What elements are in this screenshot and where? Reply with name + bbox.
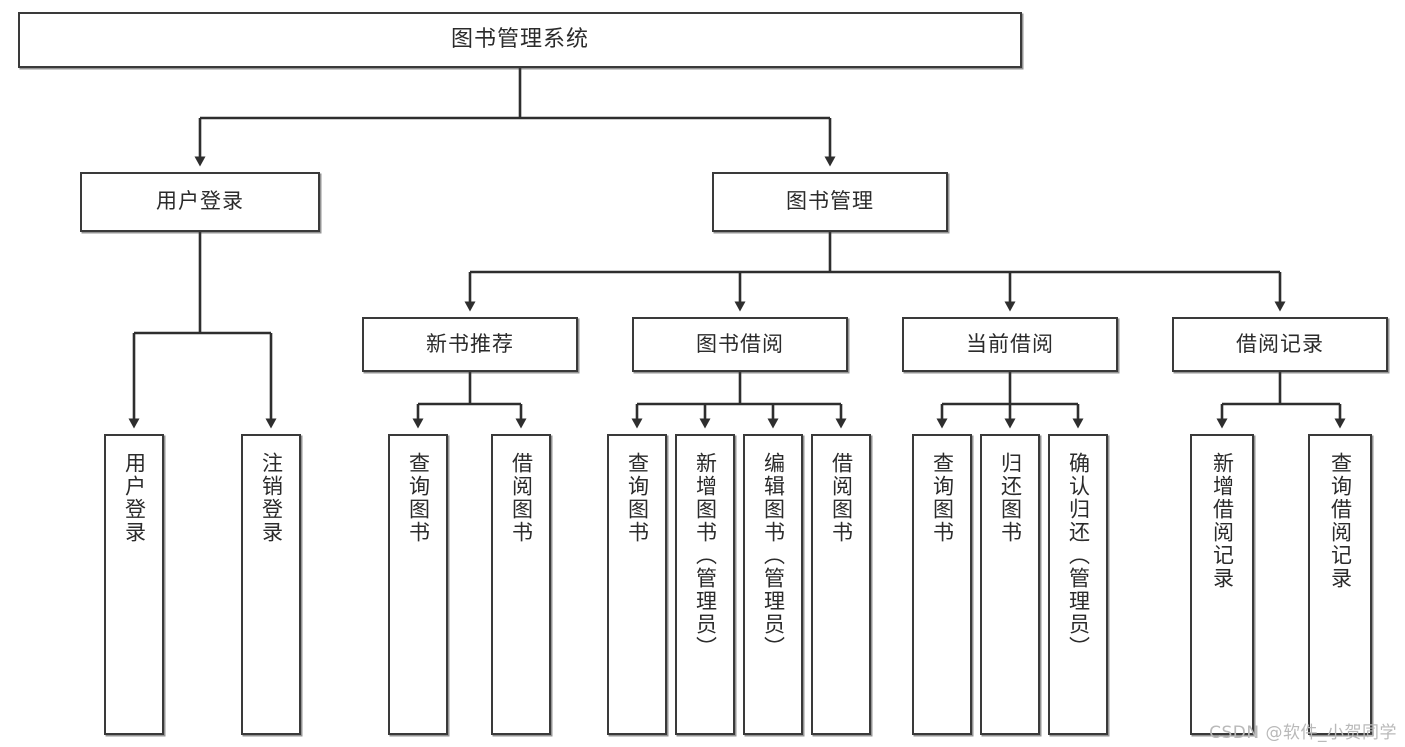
node-label: 当前借阅 xyxy=(966,331,1054,356)
node-leaf-query-book-recommend[interactable]: 查询图书 xyxy=(388,434,448,735)
node-label: 编辑图书（管理员） xyxy=(761,452,786,659)
node-book-borrow[interactable]: 图书借阅 xyxy=(632,317,848,372)
node-leaf-add-borrow-record[interactable]: 新增借阅记录 xyxy=(1190,434,1254,735)
node-leaf-user-login[interactable]: 用户登录 xyxy=(104,434,164,735)
node-label: 图书管理 xyxy=(786,189,874,214)
node-leaf-query-book-borrow[interactable]: 查询图书 xyxy=(607,434,667,735)
node-leaf-query-borrow-record[interactable]: 查询借阅记录 xyxy=(1308,434,1372,735)
node-leaf-borrow-book-recommend[interactable]: 借阅图书 xyxy=(491,434,551,735)
node-label: 新书推荐 xyxy=(426,331,514,356)
node-label: 归还图书 xyxy=(998,452,1023,544)
node-leaf-borrow-book[interactable]: 借阅图书 xyxy=(811,434,871,735)
node-label: 借阅记录 xyxy=(1236,331,1324,356)
node-label: 查询借阅记录 xyxy=(1328,452,1353,590)
node-leaf-user-logout[interactable]: 注销登录 xyxy=(241,434,301,735)
node-label: 借阅图书 xyxy=(829,452,854,544)
node-label: 新增图书（管理员） xyxy=(693,452,718,659)
node-label: 确认归还（管理员） xyxy=(1066,452,1091,659)
node-label: 用户登录 xyxy=(156,189,244,214)
node-label: 用户登录 xyxy=(122,452,147,544)
node-current-borrow[interactable]: 当前借阅 xyxy=(902,317,1118,372)
node-label: 图书借阅 xyxy=(696,331,784,356)
node-label: 新增借阅记录 xyxy=(1210,452,1235,590)
node-label: 查询图书 xyxy=(930,452,955,544)
node-root-library-system[interactable]: 图书管理系统 xyxy=(18,12,1022,68)
node-label: 查询图书 xyxy=(406,452,431,544)
watermark-text: CSDN @软件_小贺同学 xyxy=(1209,723,1397,743)
node-borrow-record[interactable]: 借阅记录 xyxy=(1172,317,1388,372)
node-label: 图书管理系统 xyxy=(450,26,589,52)
node-label: 注销登录 xyxy=(259,452,284,544)
node-book-management[interactable]: 图书管理 xyxy=(712,172,948,232)
node-leaf-return-book[interactable]: 归还图书 xyxy=(980,434,1040,735)
node-leaf-edit-book[interactable]: 编辑图书（管理员） xyxy=(743,434,803,735)
node-leaf-add-book[interactable]: 新增图书（管理员） xyxy=(675,434,735,735)
node-new-book-recommend[interactable]: 新书推荐 xyxy=(362,317,578,372)
node-user-login[interactable]: 用户登录 xyxy=(80,172,320,232)
node-label: 查询图书 xyxy=(625,452,650,544)
node-leaf-query-book-current[interactable]: 查询图书 xyxy=(912,434,972,735)
node-leaf-confirm-return[interactable]: 确认归还（管理员） xyxy=(1048,434,1108,735)
node-label: 借阅图书 xyxy=(509,452,534,544)
